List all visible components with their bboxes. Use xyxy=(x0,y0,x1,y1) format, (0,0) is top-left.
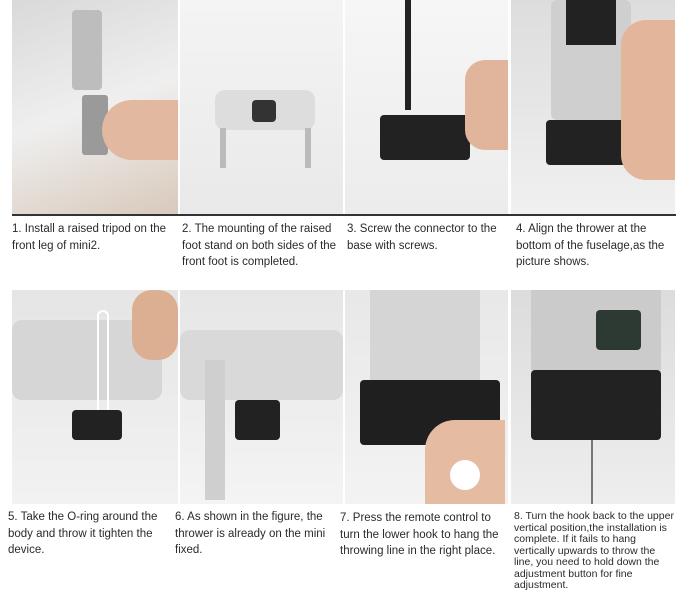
divider-line xyxy=(12,214,676,216)
step-4-photo xyxy=(511,0,675,214)
step-7-photo xyxy=(345,290,508,504)
step-5-photo xyxy=(12,290,178,504)
step-3-photo xyxy=(345,0,508,214)
step-1-caption: 1. Install a raised tripod on the front … xyxy=(12,223,167,252)
step-1-photo xyxy=(12,0,178,214)
step-2-photo xyxy=(180,0,343,214)
step-2-caption: 2. The mounting of the raised foot stand… xyxy=(182,223,337,268)
step-8-caption: 8. Turn the hook back to the upper verti… xyxy=(514,510,674,591)
step-7-caption: 7. Press the remote control to turn the … xyxy=(340,512,499,557)
step-5-caption: 5. Take the O-ring around the body and t… xyxy=(8,511,158,556)
step-3-caption: 3. Screw the connector to the base with … xyxy=(347,223,497,252)
step-8-photo xyxy=(511,290,675,504)
step-6-caption: 6. As shown in the figure, the thrower i… xyxy=(175,511,326,556)
step-4-caption: 4. Align the thrower at the bottom of th… xyxy=(516,223,665,268)
step-6-photo xyxy=(180,290,343,504)
